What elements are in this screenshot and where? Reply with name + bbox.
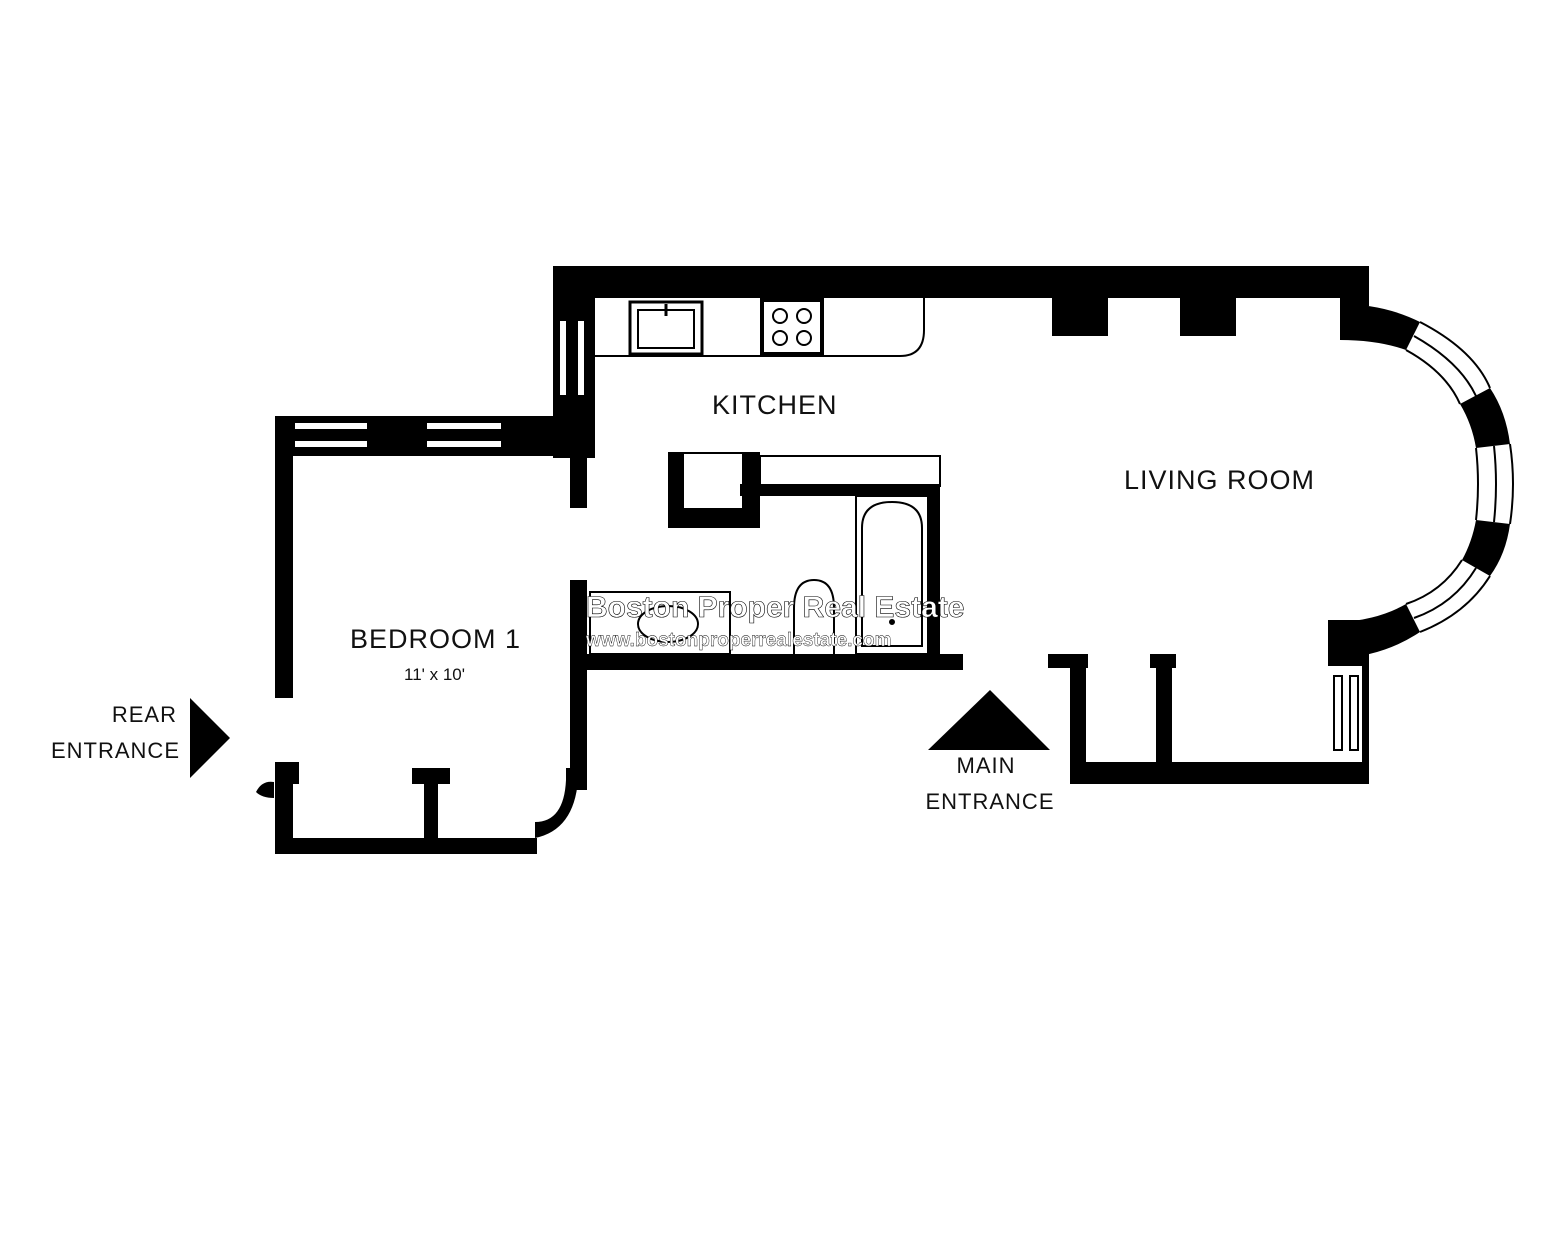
living-room-label: LIVING ROOM (1124, 465, 1315, 495)
window-living-right (1333, 675, 1343, 751)
vanity-basin (637, 605, 699, 643)
wall-partition-upper (570, 456, 587, 508)
wall-bay-upper (1340, 304, 1420, 350)
window-kitchen-left (558, 319, 568, 397)
watermark-name: Boston Proper Real Estate (586, 591, 964, 624)
stove-burner-1 (772, 308, 788, 324)
wall-bedroom-curve (535, 780, 578, 838)
wall-closet-cap (412, 768, 450, 784)
bathtub (855, 495, 929, 655)
wall-living-left (1070, 656, 1086, 784)
wall-bath-bottom (570, 654, 963, 670)
wall-bedroom-right-post (566, 768, 582, 788)
kitchen-sink (628, 300, 704, 356)
bathtub-drain (889, 619, 895, 625)
vanity (589, 591, 731, 655)
windows (293, 319, 1359, 751)
rear-entrance-label-2: ENTRANCE (51, 738, 180, 763)
stove-burner-4 (796, 330, 812, 346)
wall-bay-top-pier (1460, 388, 1510, 448)
wall-bedroom-left-lower (275, 762, 293, 854)
wall-bedroom-bottom (275, 838, 537, 854)
bay-window-low-mid (1413, 567, 1477, 619)
bay-window-center-inner (1475, 447, 1479, 521)
window-living-right-b (1349, 675, 1359, 751)
wall-bay-lower (1340, 604, 1420, 658)
window-kitchen-left-b (576, 319, 586, 397)
bay-window-low-outer (1419, 575, 1491, 633)
wall-living-mid (1156, 656, 1172, 784)
watermark-url: www.bostonproperrealestate.com (585, 630, 891, 651)
wall-chimney-right (1180, 296, 1236, 336)
main-entrance-label-1: MAIN (957, 753, 1016, 778)
bay-window-low-inner (1405, 559, 1463, 605)
fixtures (589, 298, 941, 655)
toilet (793, 578, 835, 654)
bathtub-basin (861, 500, 923, 647)
wall-closet-block (668, 452, 760, 528)
kitchen-peninsula (759, 455, 941, 487)
bay-window-center-mid (1493, 445, 1497, 523)
wall-living-left-cap (1048, 654, 1088, 668)
window-bedroom-1 (293, 421, 369, 431)
main-entrance-label-2: ENTRANCE (925, 789, 1054, 814)
bedroom-label: BEDROOM 1 (350, 624, 521, 654)
wall-living-mid-cap (1150, 654, 1176, 668)
walls (275, 266, 1510, 854)
window-bedroom-2 (425, 421, 503, 431)
stove-burner-3 (772, 330, 788, 346)
bedroom-dimensions: 11' x 10' (404, 665, 465, 684)
bay-window-center-outer (1509, 443, 1514, 525)
wall-rear-door-jamb (275, 762, 299, 784)
kitchen-stove (760, 298, 824, 356)
wall-closet-post (424, 770, 438, 842)
bay-windows (1405, 321, 1514, 633)
wall-bath-right (928, 484, 940, 656)
wall-partition-lower (570, 580, 587, 790)
wall-living-right-bottom (1362, 666, 1369, 784)
bay-window-arc-mid (1413, 335, 1477, 397)
window-bedroom-2b (425, 439, 503, 449)
window-bedroom-1b (293, 439, 369, 449)
wall-bedroom-left-upper (275, 416, 293, 698)
rear-entrance-label-1: REAR (112, 702, 177, 727)
wall-chimney-arch (1100, 290, 1188, 298)
rear-door-swing (256, 781, 274, 798)
wall-bay-bottom-pier (1462, 520, 1510, 576)
wall-living-right-upper (1340, 266, 1369, 306)
bay-window-arc-outer (1419, 321, 1491, 389)
kitchen-label: KITCHEN (712, 390, 838, 420)
rear-entrance-arrow-icon (190, 698, 230, 778)
wall-top (553, 266, 1369, 298)
bay-window-arc-inner (1405, 349, 1461, 405)
watermark: Boston Proper Real Estate www.bostonprop… (585, 591, 965, 652)
wall-living-bottom (1070, 762, 1369, 784)
stove-burner-2 (796, 308, 812, 324)
main-entrance-arrow-icon (928, 690, 1050, 750)
wall-chimney-left (1052, 296, 1108, 336)
kitchen-counter (595, 298, 925, 357)
